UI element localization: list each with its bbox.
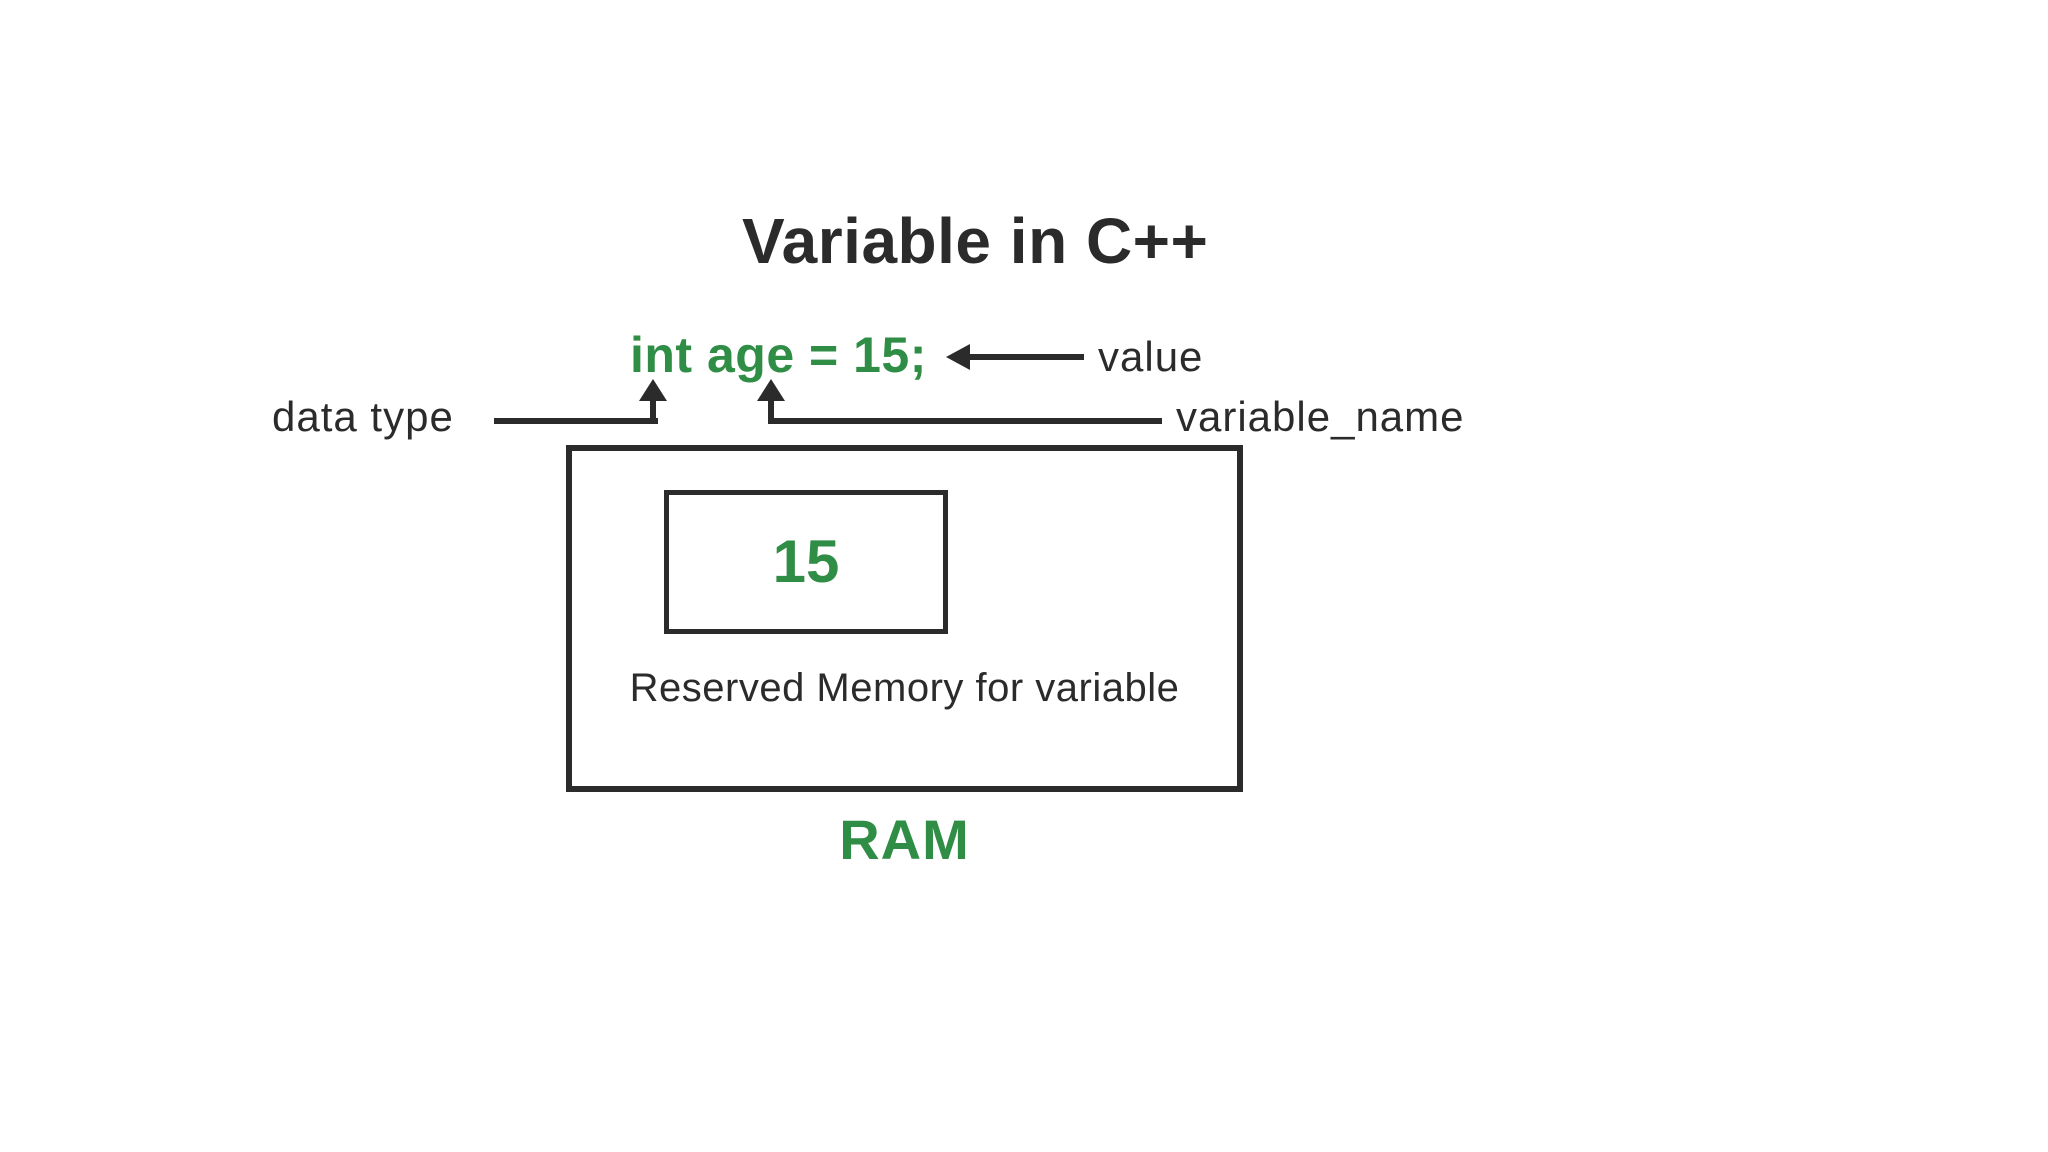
memory-caption: Reserved Memory for variable bbox=[629, 666, 1180, 710]
value-arrow-line bbox=[966, 354, 1084, 360]
data-type-connector-line bbox=[494, 418, 658, 424]
value-label: value bbox=[1098, 333, 1204, 380]
variable-name-arrowhead-icon bbox=[757, 379, 785, 401]
data-type-arrowhead-icon bbox=[639, 379, 667, 401]
code-statement: int age = 15; bbox=[630, 327, 927, 383]
variable-name-connector-riser bbox=[768, 398, 774, 424]
diagram-title: Variable in C++ bbox=[742, 205, 1209, 277]
data-type-label: data type bbox=[272, 393, 454, 440]
variable-name-connector-line bbox=[768, 418, 1162, 424]
data-type-connector-riser bbox=[650, 398, 656, 424]
variable-name-label: variable_name bbox=[1176, 393, 1465, 440]
ram-label: RAM bbox=[839, 808, 970, 871]
memory-cell-value: 15 bbox=[772, 528, 840, 595]
memory-cell: 15 bbox=[664, 490, 948, 634]
